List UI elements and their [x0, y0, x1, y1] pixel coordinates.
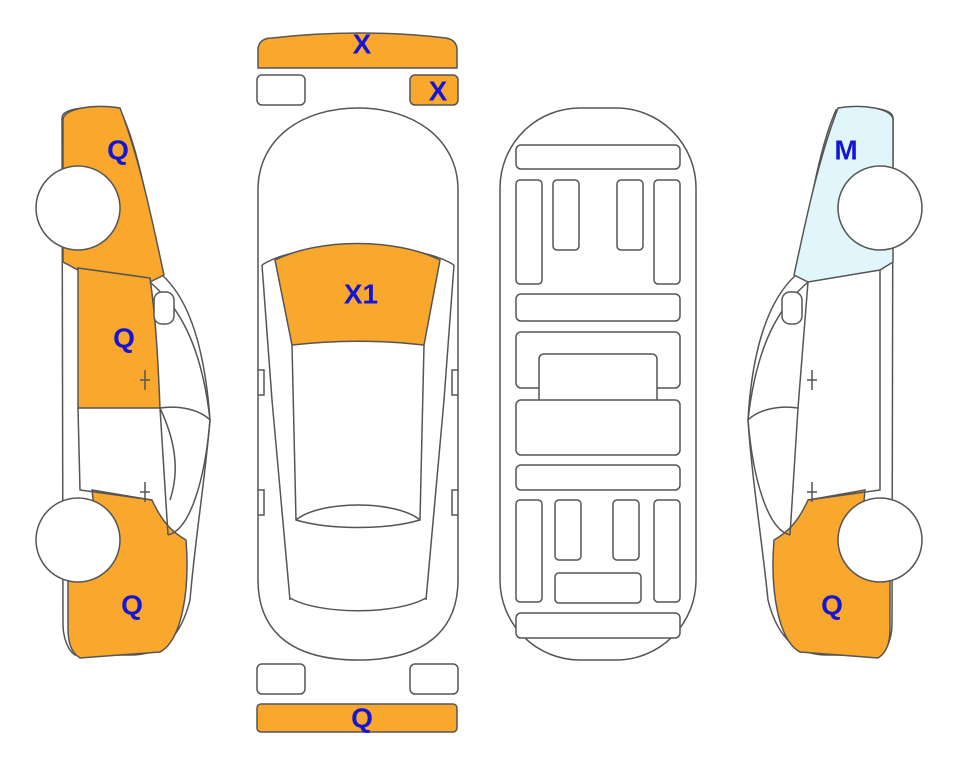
front-bumper-label: X: [353, 28, 372, 59]
rear-right-bar[interactable]: [409, 663, 459, 695]
left-side-view: [35, 105, 211, 659]
left-front-fender-label: Q: [107, 134, 129, 165]
rear-bumper-panel[interactable]: [256, 703, 458, 733]
front-left-bar[interactable]: [256, 74, 306, 106]
top-view-car: [257, 107, 459, 661]
front-right-bar-label: X: [429, 75, 448, 106]
top-view-body[interactable]: [257, 107, 459, 661]
right-rear-quarter-label: Q: [821, 589, 843, 620]
right-front-fender-label: M: [834, 134, 857, 165]
left-rear-quarter-label: Q: [121, 589, 143, 620]
front-right-bar[interactable]: [409, 74, 459, 106]
left-front-door-label: Q: [113, 322, 135, 353]
windshield-panel[interactable]: [274, 242, 441, 346]
right-front-wheel: [837, 165, 923, 251]
right-rear-wheel: [837, 497, 923, 583]
rear-left-bar[interactable]: [256, 663, 306, 695]
left-front-wheel: [35, 165, 121, 251]
underside-view: [499, 107, 697, 661]
rear-bumper-label: Q: [351, 702, 373, 733]
front-bumper-panel[interactable]: [257, 32, 458, 69]
right-side-view: [747, 105, 923, 659]
windshield-label: X1: [344, 278, 378, 309]
left-rear-wheel: [35, 497, 121, 583]
